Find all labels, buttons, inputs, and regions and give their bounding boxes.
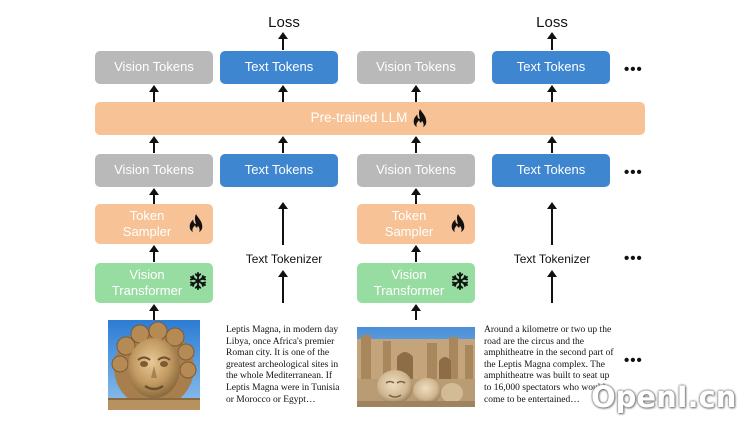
pretrained-llm: Pre-trained LLM — [95, 102, 645, 135]
arrow-up — [547, 270, 557, 303]
arrow-up — [149, 85, 159, 102]
vision-tokens-label: Vision Tokens — [376, 162, 456, 178]
token-sampler-label-line2: Sampler — [384, 224, 434, 239]
vision-transformer-label-line2: Transformer — [111, 283, 183, 298]
arrow-up — [411, 85, 421, 102]
loss-label-1: Loss — [268, 14, 300, 31]
arrow-up — [547, 202, 557, 245]
leptis-magna-ruins-photo — [357, 327, 475, 407]
token-sampler-2: Token Sampler — [357, 204, 475, 244]
snowflake-icon — [451, 272, 469, 290]
arrow-up — [547, 85, 557, 102]
arrow-up — [149, 245, 159, 262]
arrow-up — [278, 136, 288, 153]
arrow-up — [278, 32, 288, 50]
vision-transformer-1: Vision Transformer — [95, 263, 213, 303]
loss-label-2: Loss — [536, 14, 568, 31]
vision-transformer-label-line1: Vision — [129, 266, 165, 282]
arrow-up — [278, 202, 288, 245]
arrow-up — [278, 270, 288, 303]
text-tokens-label: Text Tokens — [516, 59, 586, 75]
vision-tokens-input-2: Vision Tokens — [357, 154, 475, 187]
vision-tokens-label: Vision Tokens — [114, 59, 194, 75]
snowflake-icon — [189, 272, 207, 290]
token-sampler-1: Token Sampler — [95, 204, 213, 244]
arrow-up — [547, 136, 557, 153]
ellipsis-top: ••• — [624, 61, 643, 78]
arrow-up — [149, 136, 159, 153]
ellipsis-middle: ••• — [624, 164, 643, 181]
vision-tokens-label: Vision Tokens — [114, 162, 194, 178]
arrow-up — [411, 136, 421, 153]
vision-tokens-output-2: Vision Tokens — [357, 51, 475, 84]
vision-tokens-input-1: Vision Tokens — [95, 154, 213, 187]
pretrained-llm-label: Pre-trained LLM — [310, 110, 408, 126]
ellipsis-tokenizer: ••• — [624, 250, 643, 267]
text-tokens-output-1: Text Tokens — [220, 51, 338, 84]
text-tokens-label: Text Tokens — [244, 162, 314, 178]
vision-tokens-label: Vision Tokens — [376, 59, 456, 75]
vision-transformer-label-line1: Vision — [391, 266, 427, 282]
arrow-up — [547, 32, 557, 50]
fire-icon — [414, 108, 427, 129]
arrow-up — [411, 245, 421, 262]
token-sampler-label-line2: Sampler — [122, 224, 172, 239]
text-passage-1: Leptis Magna, in modern day Libya, once … — [226, 325, 340, 405]
token-sampler-label-line1: Token — [129, 207, 165, 223]
fire-icon — [451, 214, 465, 234]
text-tokens-label: Text Tokens — [516, 162, 586, 178]
text-tokens-input-1: Text Tokens — [220, 154, 338, 187]
text-passage-2: Around a kilometre or two up the road ar… — [484, 325, 614, 405]
vision-tokens-output-1: Vision Tokens — [95, 51, 213, 84]
arrow-up — [149, 304, 159, 320]
text-tokenizer-label-2: Text Tokenizer — [513, 252, 591, 266]
text-tokens-label: Text Tokens — [244, 59, 314, 75]
arrow-up — [278, 85, 288, 102]
text-tokenizer-label-1: Text Tokenizer — [245, 252, 323, 266]
watermark: OpenI.cn — [591, 380, 737, 414]
ellipsis-bottom: ••• — [624, 352, 643, 369]
arrow-up — [149, 188, 159, 204]
text-tokens-output-2: Text Tokens — [492, 51, 610, 84]
medusa-head-sculpture-photo — [108, 320, 200, 410]
vision-transformer-2: Vision Transformer — [357, 263, 475, 303]
arrow-up — [411, 304, 421, 320]
vision-transformer-label-line2: Transformer — [373, 283, 445, 298]
fire-icon — [189, 214, 203, 234]
text-tokens-input-2: Text Tokens — [492, 154, 610, 187]
token-sampler-label-line1: Token — [391, 207, 427, 223]
arrow-up — [411, 188, 421, 204]
